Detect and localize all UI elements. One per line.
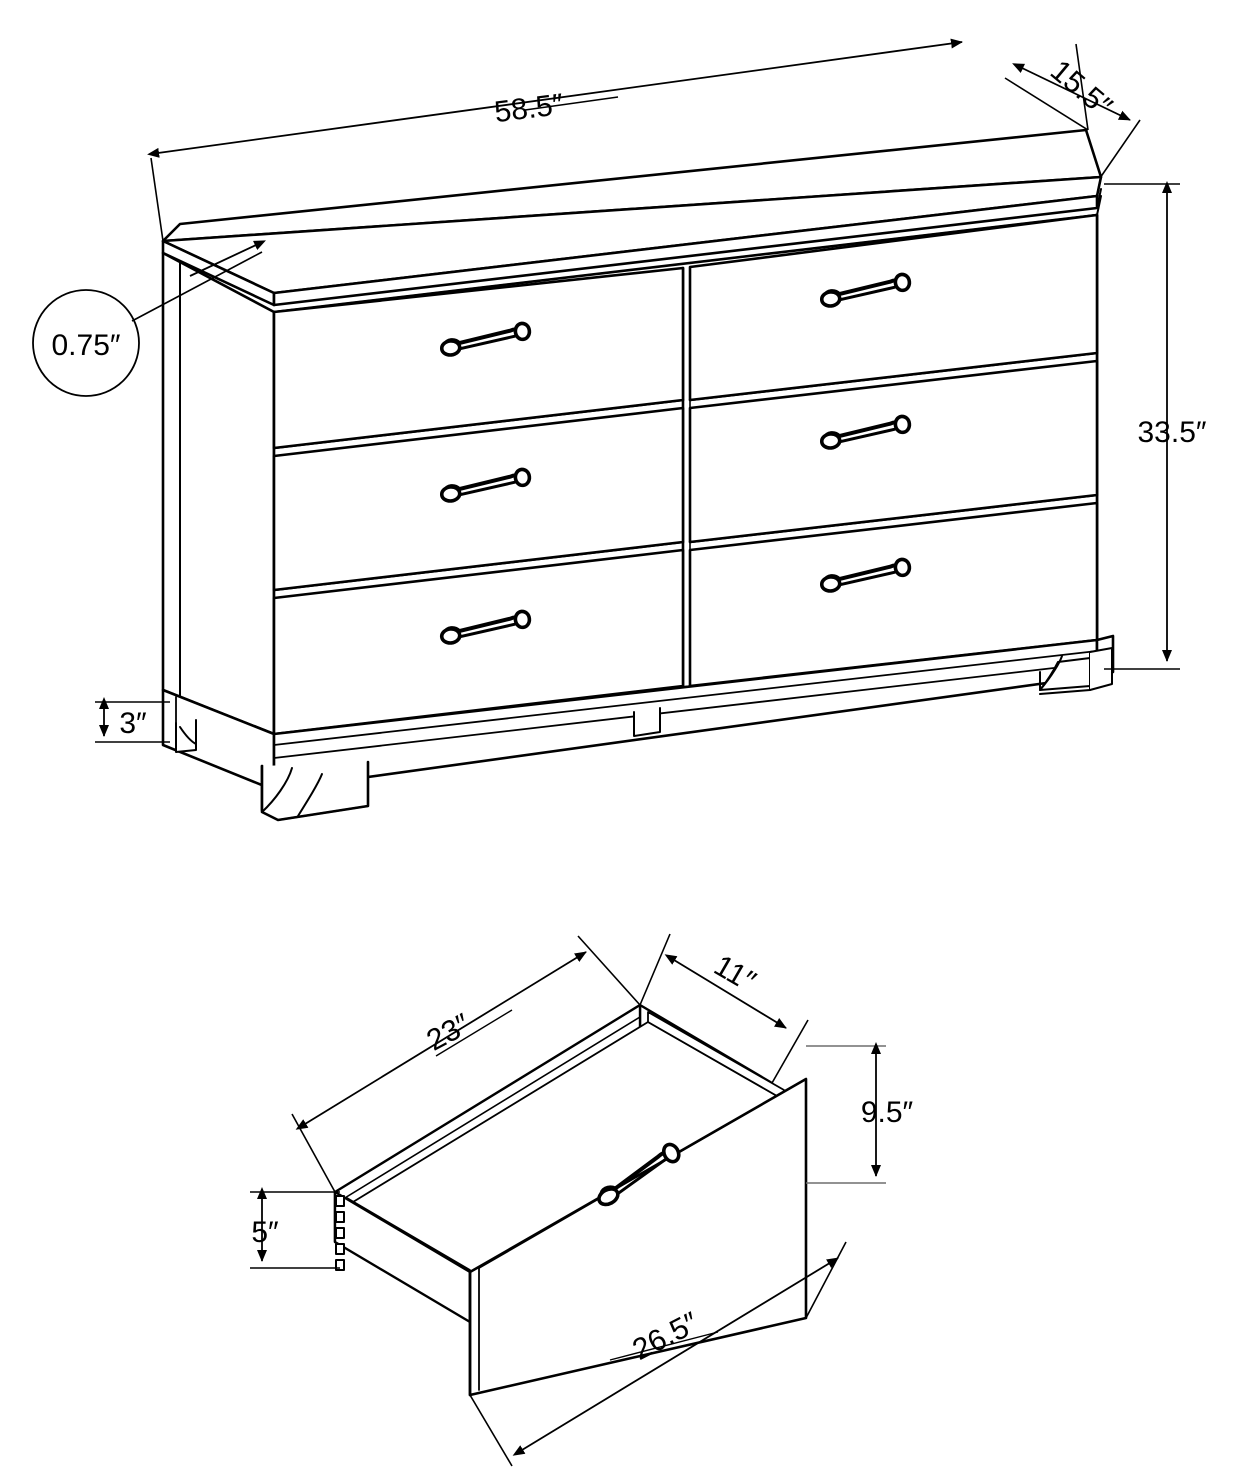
dim-drawer-interior-length [291,935,641,1193]
drawer-handle-left-middle[interactable] [439,467,532,503]
dresser-assembly-view [161,128,1115,822]
drawer-handle-right-top[interactable] [819,272,912,308]
dim-label-dresser-height: 33.5″ [1137,416,1206,449]
dim-label-drawer-interior-length: 23″ [421,1008,476,1058]
dim-label-drawer-front-height: 9.5″ [861,1096,914,1129]
drawer-handle-right-bottom[interactable] [819,557,912,593]
drawer-handle-left-bottom[interactable] [439,609,532,645]
dresser-legs-group [175,647,1113,822]
dim-dresser-height [1104,181,1180,670]
drawer-front-right-middle[interactable] [688,359,1099,544]
dim-label-dresser-base-height: 3″ [119,707,147,740]
drawer-front-right-top[interactable] [688,213,1099,402]
dim-label-drawer-side-height: 5″ [251,1216,279,1249]
drawer-handles-group [439,272,912,645]
drawer-front-left-middle[interactable] [272,406,685,592]
balloon-circle [32,289,140,397]
drawer-front-left-top[interactable] [272,266,685,450]
dim-dresser-depth [1004,63,1141,179]
dim-dresser-top-thickness [32,240,266,397]
dim-drawer-side-height [250,1187,340,1269]
leg-center-rear [633,707,661,737]
dim-label-dresser-depth: 15.5″ [1044,54,1118,124]
dim-drawer-front-width [469,1241,847,1467]
drawer-handle-right-middle[interactable] [819,414,912,450]
dresser-left-side-panel [161,251,276,736]
dim-label-dresser-top-thickness: 0.75″ [51,329,120,362]
drawer-detail-view [333,1003,808,1397]
dim-label-dresser-width: 58.5″ [493,88,566,129]
dresser-base-rail [161,634,1115,792]
drawer-handle-left-top[interactable] [439,321,532,357]
dim-label-drawer-interior-width: 11″ [708,949,761,999]
dim-drawer-interior-width [639,933,809,1084]
dim-dresser-base-height [95,697,170,743]
dim-drawer-front-height [806,1042,886,1184]
drawer-detail-handle[interactable] [591,1142,685,1208]
drawer-dimension-annotations [250,933,886,1467]
dresser-dimension-annotations [32,38,1180,743]
